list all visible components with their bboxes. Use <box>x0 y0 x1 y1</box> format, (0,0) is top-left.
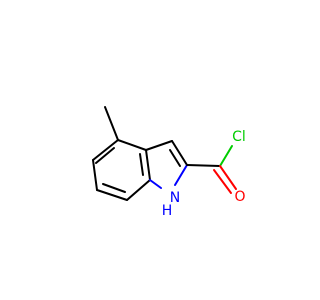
bond-c7-c7a <box>126 179 151 201</box>
bond-c7a-c3a <box>145 149 151 181</box>
bond-c3a-c4 <box>117 139 147 151</box>
bond-carbonyl-o-double <box>213 169 232 194</box>
bond-c3a-c3 <box>145 140 173 151</box>
molecule-diagram: Cl O N H <box>92 106 246 219</box>
bond-c3-c2 <box>171 140 188 166</box>
bond-methyl <box>104 106 119 141</box>
bond-c5-c6 <box>92 159 98 191</box>
bond-c4-c5 <box>92 139 119 161</box>
bond-n1-c7a <box>149 179 162 189</box>
atom-nitrogen: N <box>170 190 180 206</box>
bond-c4-c5-inner <box>95 147 115 164</box>
atom-oxygen: O <box>234 189 245 205</box>
bond-c2-carbonyl <box>186 164 221 167</box>
bond-c6-c7 <box>96 189 128 201</box>
bond-c6-c7-inner <box>102 183 126 193</box>
bond-c7a-c3a-inner <box>139 153 144 176</box>
bond-carbonyl-o <box>219 165 237 190</box>
bond-carbonyl-cl <box>219 145 233 167</box>
atom-hydrogen: H <box>162 203 173 219</box>
atom-chlorine: Cl <box>232 129 246 145</box>
bond-c2-n1 <box>174 164 188 186</box>
bond-c3-c2-inner <box>169 149 181 167</box>
